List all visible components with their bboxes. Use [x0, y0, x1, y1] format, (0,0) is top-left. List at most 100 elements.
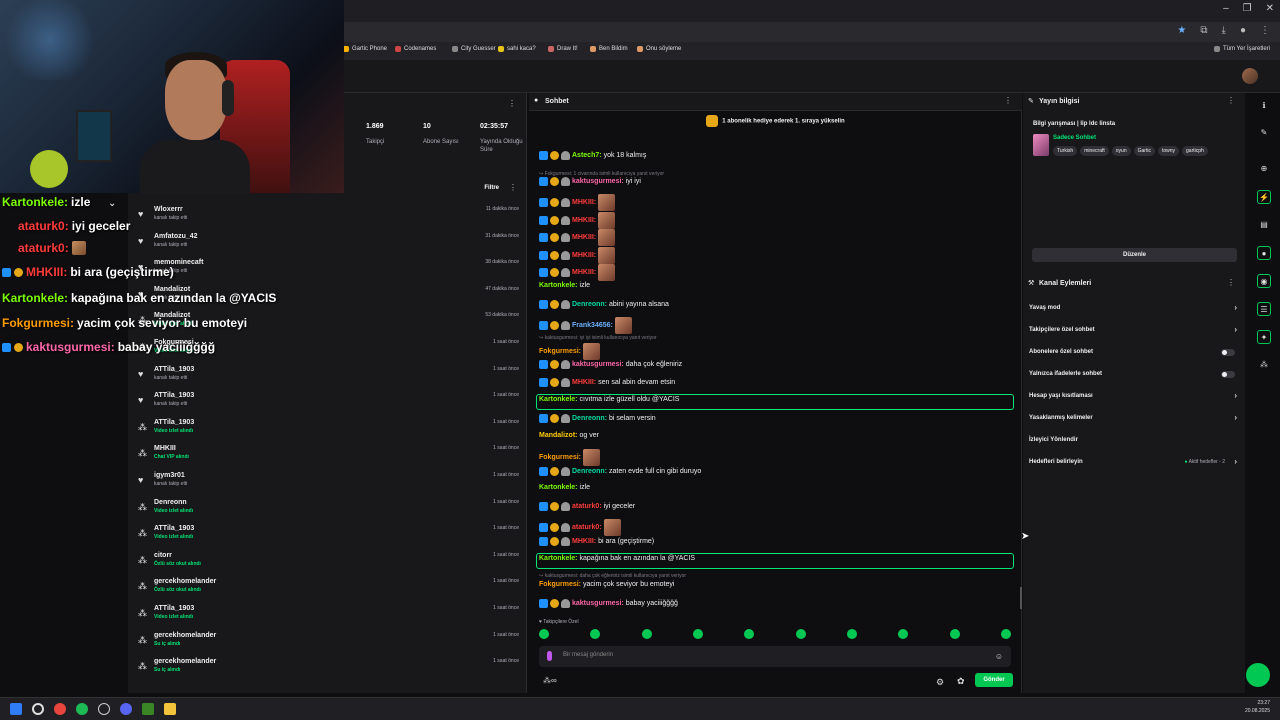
edit-button[interactable]: Düzenle [1032, 248, 1237, 262]
activity-user[interactable]: citorr [154, 551, 172, 559]
channel-action-row[interactable]: Takipçilere özel sohbet› [1029, 322, 1239, 340]
channel-action-row[interactable]: Hesap yaşı kısıtlaması› [1029, 388, 1239, 406]
chat-username[interactable]: kaktusgurmesi: [572, 178, 624, 185]
folder-icon[interactable] [164, 703, 176, 715]
chat-username[interactable]: Astech7: [572, 152, 602, 159]
bookmark-item[interactable]: Ben Bildim [590, 46, 628, 52]
minimize-icon[interactable]: – [1223, 3, 1229, 14]
emoji-icon[interactable]: ☺ [994, 652, 1003, 661]
chat-username[interactable]: Fokgurmesi: [539, 348, 582, 355]
more-icon[interactable]: ⋮ [509, 183, 517, 192]
chat-username[interactable]: MHKIII: [572, 379, 597, 386]
chat-username[interactable]: Denreonn: [572, 301, 607, 308]
activity-user[interactable]: ATTila_1903 [154, 605, 195, 612]
spotify-icon[interactable] [76, 703, 88, 715]
minecraft-icon[interactable] [142, 703, 154, 715]
emote-icon[interactable] [539, 629, 549, 639]
chrome-icon[interactable] [54, 703, 66, 715]
broadcast-icon[interactable]: ◉ [1257, 274, 1271, 288]
emote-icon[interactable] [795, 629, 806, 639]
emote-icon[interactable] [1000, 629, 1011, 639]
user-avatar[interactable] [1242, 68, 1258, 84]
stream-tag[interactable]: Turkish [1053, 146, 1078, 156]
extensions-icon[interactable]: ⧉ [1200, 25, 1208, 36]
stream-tag[interactable]: minecraft [1080, 146, 1109, 156]
chat-username[interactable]: MHKIII: [572, 269, 597, 276]
more-icon[interactable]: ⋮ [1004, 96, 1012, 105]
chat-username[interactable]: Mandalizot: [539, 432, 578, 439]
activity-user[interactable]: Fokgurmesi [154, 339, 194, 346]
emote-icon[interactable] [744, 629, 755, 639]
filter-button[interactable]: Filtre [484, 185, 499, 191]
bookmark-item[interactable]: Tüm Yer İşaretleri [1214, 46, 1270, 52]
chat-username[interactable]: MHKIII: [572, 538, 597, 545]
assistant-button[interactable] [1246, 663, 1270, 687]
chat-username[interactable]: MHKIII: [572, 252, 597, 259]
settings-icon[interactable]: ✿ [957, 676, 965, 686]
pinned-gift-banner[interactable]: 1 abonelik hediye ederek 1. sıraya yükse… [529, 115, 1022, 137]
chat-username[interactable]: ataturk0: [572, 503, 602, 510]
toggle-switch[interactable] [1221, 371, 1235, 378]
info-icon[interactable]: ℹ [1262, 101, 1266, 110]
activity-user[interactable]: ATTila_1903 [154, 525, 195, 533]
windows-start-icon[interactable] [10, 703, 22, 715]
chat-username[interactable]: Denreonn: [572, 468, 607, 475]
emote-icon[interactable] [846, 629, 857, 639]
chat-username[interactable]: MHKIII: [572, 234, 597, 241]
channel-action-row[interactable]: Yavaş mod› [1029, 300, 1239, 318]
bookmark-item[interactable]: City Guesser [452, 46, 496, 52]
obs-icon[interactable] [98, 703, 110, 715]
toggle-switch[interactable] [1221, 349, 1235, 356]
stream-tag[interactable]: towny [1157, 146, 1180, 156]
emote-icon[interactable] [692, 629, 703, 639]
chat-username[interactable]: Fokgurmesi: [539, 581, 582, 588]
stream-category[interactable]: Sadece Sohbet [1053, 135, 1097, 141]
emote-icon[interactable] [949, 629, 960, 639]
channel-action-row[interactable]: Yalnızca ifadelerle sohbet [1029, 366, 1239, 384]
activity-user[interactable]: Amfatozu_42 [154, 232, 198, 240]
bookmark-item[interactable]: sahi kaca? [498, 46, 536, 52]
star-icon[interactable]: ★ [1177, 25, 1187, 36]
activity-user[interactable]: Mandalizot [154, 285, 191, 293]
chat-username[interactable]: Frank34656: [572, 322, 613, 329]
chat-icon[interactable]: ● [1257, 246, 1271, 260]
stream-tag[interactable]: garticph [1182, 146, 1208, 156]
bookmark-item[interactable]: Gartic Phone [343, 46, 387, 52]
list-icon[interactable]: ☰ [1257, 302, 1271, 316]
chat-username[interactable]: Denreonn: [572, 415, 607, 422]
chat-scrollbar[interactable] [1020, 587, 1022, 609]
chat-username[interactable]: Kartonkele: [539, 396, 578, 403]
activity-user[interactable]: Denreonn [154, 498, 187, 506]
activity-user[interactable]: Wloxerrr [154, 206, 183, 213]
tool-icon[interactable]: ✦ [1257, 330, 1271, 344]
chat-username[interactable]: Kartonkele: [539, 282, 578, 289]
chat-username[interactable]: kaktusgurmesi: [572, 600, 624, 607]
stream-tag[interactable]: oyun [1111, 146, 1131, 156]
profile-icon[interactable]: ● [1239, 25, 1246, 36]
activity-user[interactable]: ATTila_1903 [154, 392, 195, 400]
chat-username[interactable]: Kartonkele: [539, 555, 578, 562]
more-icon[interactable]: ⋮ [1227, 96, 1235, 105]
close-icon[interactable]: ✕ [1265, 3, 1274, 14]
pencil-icon[interactable]: ✎ [1260, 128, 1268, 137]
emote-icon[interactable] [590, 629, 601, 639]
more-icon[interactable]: ⋮ [1227, 278, 1235, 287]
activity-user[interactable]: memominecaft [154, 259, 204, 267]
search-icon[interactable] [32, 703, 44, 715]
channel-action-row[interactable]: Yasaklanmış kelimeler› [1029, 410, 1239, 428]
chat-username[interactable]: MHKIII: [572, 217, 597, 224]
chat-username[interactable]: Fokgurmesi: [539, 454, 582, 461]
